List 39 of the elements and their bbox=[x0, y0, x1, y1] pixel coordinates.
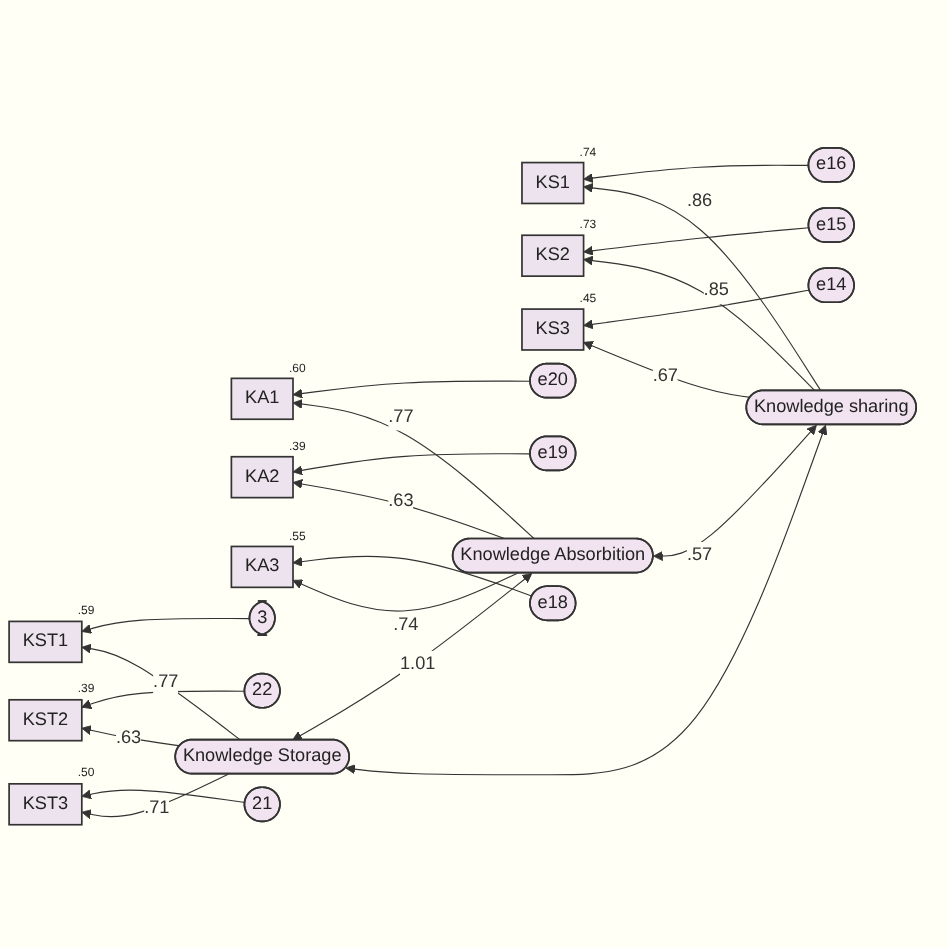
arrow bbox=[583, 254, 816, 391]
arrow bbox=[292, 398, 536, 539]
arrow bbox=[653, 423, 817, 561]
arrow bbox=[81, 788, 246, 803]
edge-label: .71 bbox=[144, 797, 170, 817]
edge-label: .63 bbox=[115, 727, 142, 747]
arrow bbox=[292, 571, 519, 611]
arrow bbox=[583, 163, 810, 183]
node-box: KST1 bbox=[8, 619, 83, 663]
edge-label: .85 bbox=[703, 279, 729, 299]
node-box: KS2 bbox=[521, 233, 585, 277]
node-box: KST3 bbox=[8, 782, 83, 825]
edge-label: 1.01 bbox=[399, 653, 436, 673]
node-box: KS1 bbox=[521, 160, 585, 204]
edge-label: .77 bbox=[153, 671, 179, 692]
arrow bbox=[81, 689, 246, 709]
node-box: KA1 bbox=[230, 376, 294, 420]
arrow bbox=[292, 554, 533, 596]
arrow bbox=[583, 226, 810, 255]
edge-label: .77 bbox=[388, 405, 414, 426]
arrow bbox=[583, 288, 811, 329]
edge-label: .63 bbox=[388, 489, 414, 510]
arrow bbox=[292, 379, 532, 398]
arrow bbox=[81, 616, 251, 633]
node-box: KA3 bbox=[230, 544, 294, 588]
arrow bbox=[81, 642, 242, 740]
node-box: KST2 bbox=[8, 698, 83, 741]
node-box: KS3 bbox=[521, 307, 585, 350]
arrow bbox=[81, 772, 229, 819]
edge-label: .86 bbox=[686, 190, 713, 210]
arrow bbox=[583, 182, 822, 391]
edge-label: .74 bbox=[393, 614, 419, 634]
arrow bbox=[292, 572, 533, 740]
arrow bbox=[345, 424, 828, 775]
edge-label: .67 bbox=[652, 364, 678, 385]
arrow bbox=[583, 340, 752, 398]
arrow bbox=[292, 452, 532, 475]
edge-label: .57 bbox=[686, 544, 713, 564]
node-box: KA2 bbox=[230, 454, 294, 498]
